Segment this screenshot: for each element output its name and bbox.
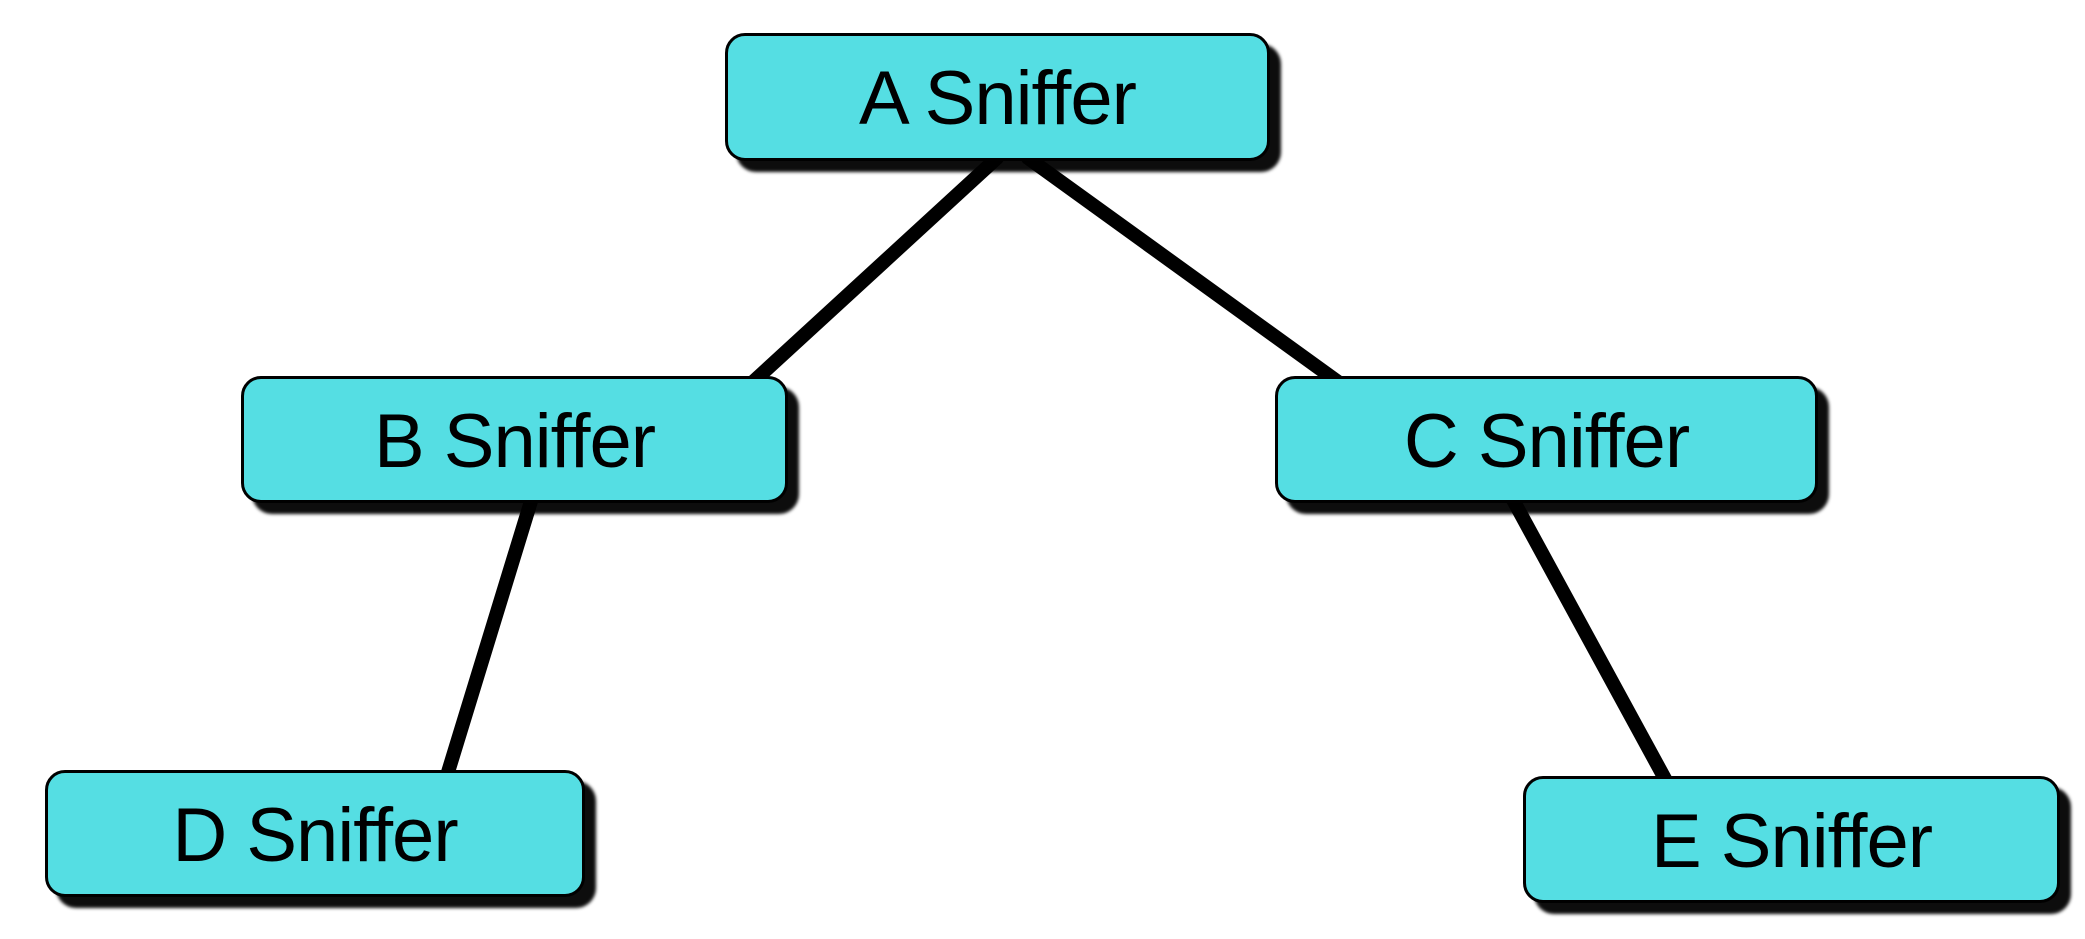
edge-a-c	[1021, 151, 1359, 399]
edge-b-d	[438, 491, 539, 789]
edge-a-b	[735, 151, 1004, 399]
edge-c-e	[1505, 491, 1677, 795]
node-d-sniffer: D Sniffer	[45, 770, 585, 897]
node-d-label: D Sniffer	[172, 792, 458, 878]
node-c-sniffer: C Sniffer	[1275, 376, 1818, 503]
node-a-label: A Sniffer	[859, 56, 1137, 141]
node-c-label: C Sniffer	[1403, 398, 1690, 484]
node-e-sniffer: E Sniffer	[1523, 776, 2060, 903]
node-b-label: B Sniffer	[373, 398, 656, 484]
node-e-label: E Sniffer	[1650, 798, 1933, 884]
node-b-sniffer: B Sniffer	[241, 376, 788, 503]
node-a-sniffer: A Sniffer	[725, 33, 1270, 161]
